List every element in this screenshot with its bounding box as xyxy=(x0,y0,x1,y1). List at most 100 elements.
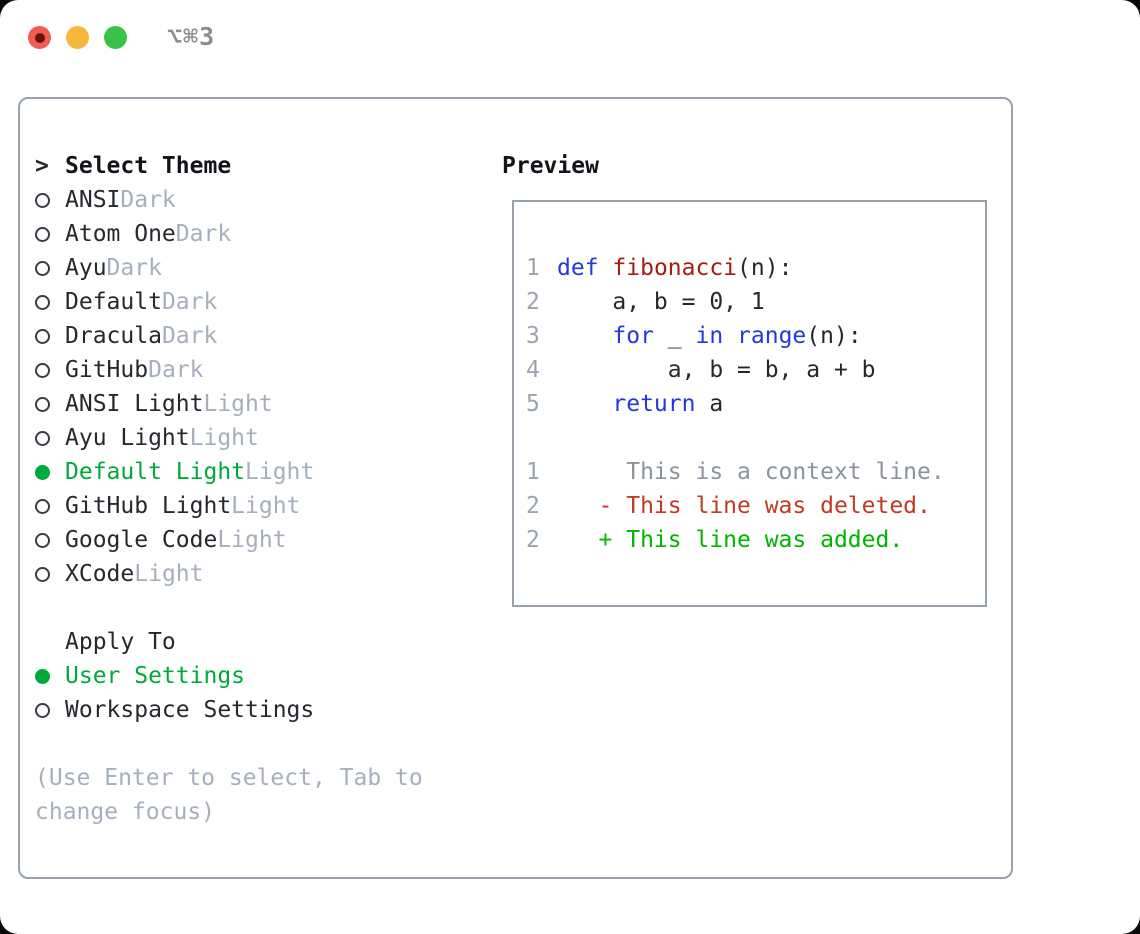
theme-option-github-light[interactable]: GitHub Light Light xyxy=(35,489,495,523)
theme-option-ayu[interactable]: Ayu Dark xyxy=(35,251,495,285)
theme-variant-label: Light xyxy=(134,561,204,587)
code-token: _ xyxy=(653,323,696,349)
theme-option-default[interactable]: Default Dark xyxy=(35,285,495,319)
code-token: def xyxy=(557,255,599,281)
radio-marker xyxy=(35,498,65,514)
radio-unselected-icon xyxy=(35,702,50,718)
theme-variant-label: Light xyxy=(203,391,273,417)
line-number: 1 xyxy=(526,459,540,485)
theme-variant-label: Dark xyxy=(161,289,218,315)
code-line: 2 a, b = 0, 1 xyxy=(526,285,985,319)
radio-marker xyxy=(35,532,65,548)
line-number: 3 xyxy=(526,323,540,349)
spacer-row xyxy=(35,591,495,625)
code-token: a xyxy=(695,391,724,417)
apply-option-workspace-settings[interactable]: Workspace Settings xyxy=(35,693,495,727)
close-button[interactable] xyxy=(28,26,51,49)
code-line: 5 return a xyxy=(526,387,985,421)
line-number: 5 xyxy=(526,391,540,417)
theme-name: GitHub xyxy=(65,357,149,383)
radio-marker xyxy=(35,226,65,242)
radio-unselected-icon xyxy=(35,396,50,412)
radio-marker xyxy=(35,566,65,582)
code-token xyxy=(557,323,612,349)
window-shortcut-label: ⌥⌘3 xyxy=(167,22,216,51)
minimize-button[interactable] xyxy=(66,26,89,49)
code-token xyxy=(723,323,737,349)
code-token: in xyxy=(695,323,724,349)
radio-marker xyxy=(35,260,65,276)
hint-line-2: change focus) xyxy=(35,799,216,825)
theme-option-google-code[interactable]: Google Code Light xyxy=(35,523,495,557)
theme-option-default-light[interactable]: Default Light Light xyxy=(35,455,495,489)
radio-marker xyxy=(35,464,65,480)
code-line: 1 def fibonacci(n): xyxy=(526,251,985,285)
line-number: 2 xyxy=(526,493,540,519)
theme-variant-label: Dark xyxy=(148,357,204,383)
theme-option-ansi-light[interactable]: ANSI Light Light xyxy=(35,387,495,421)
theme-variant-label: Dark xyxy=(106,255,162,281)
code-token: a, b = b, a + b xyxy=(557,357,876,383)
code-line: 4 a, b = b, a + b xyxy=(526,353,985,387)
radio-marker xyxy=(35,702,65,718)
radio-selected-icon xyxy=(35,464,50,480)
radio-marker xyxy=(35,668,65,684)
diff-preview: 1 This is a context line.2 - This line w… xyxy=(526,455,985,557)
diff-line-deleted: 2 - This line was deleted. xyxy=(526,489,985,523)
close-button-dot-icon xyxy=(34,32,45,43)
line-number: 1 xyxy=(526,255,540,281)
theme-name: Atom One xyxy=(65,221,176,247)
theme-variant-label: Light xyxy=(231,493,301,519)
theme-variant-label: Dark xyxy=(120,187,176,213)
theme-name: Default Light xyxy=(65,459,246,485)
code-line: 3 for _ in range(n): xyxy=(526,319,985,353)
apply-option-user-settings[interactable]: User Settings xyxy=(35,659,495,693)
theme-option-github[interactable]: GitHub Dark xyxy=(35,353,495,387)
spacer-row xyxy=(35,727,495,761)
radio-marker xyxy=(35,294,65,310)
diff-text: - This line was deleted. xyxy=(557,493,931,519)
hint-line-1: (Use Enter to select, Tab to xyxy=(35,765,423,791)
theme-option-atom-one[interactable]: Atom One Dark xyxy=(35,217,495,251)
code-token: fibonacci xyxy=(612,255,738,281)
apply-to-title: Apply To xyxy=(65,629,176,655)
theme-option-xcode[interactable]: XCode Light xyxy=(35,557,495,591)
radio-unselected-icon xyxy=(35,430,50,446)
diff-line-added: 2 + This line was added. xyxy=(526,523,985,557)
focus-arrow-icon: > xyxy=(35,153,49,179)
theme-variant-label: Light xyxy=(217,527,287,553)
radio-marker xyxy=(35,192,65,208)
code-token: (n): xyxy=(737,255,793,281)
theme-name: XCode xyxy=(65,561,135,587)
theme-option-ayu-light[interactable]: Ayu Light Light xyxy=(35,421,495,455)
line-number: 4 xyxy=(526,357,540,383)
diff-text: This is a context line. xyxy=(557,459,945,485)
radio-marker xyxy=(35,362,65,378)
theme-option-ansi[interactable]: ANSI Dark xyxy=(35,183,495,217)
select-theme-header: > Select Theme xyxy=(35,149,495,183)
hint-text: (Use Enter to select, Tab to change focu… xyxy=(35,761,495,829)
code-token: return xyxy=(612,391,696,417)
diff-line-context: 1 This is a context line. xyxy=(526,455,985,489)
theme-name: Ayu xyxy=(65,255,107,281)
radio-marker xyxy=(35,396,65,412)
radio-marker xyxy=(35,328,65,344)
preview-title: Preview xyxy=(502,153,599,179)
select-theme-title: Select Theme xyxy=(65,153,232,179)
zoom-button[interactable] xyxy=(104,26,127,49)
theme-name: Default xyxy=(65,289,162,315)
theme-name: GitHub Light xyxy=(65,493,232,519)
apply-option-label: Workspace Settings xyxy=(65,697,315,723)
radio-unselected-icon xyxy=(35,226,50,242)
apply-option-label: User Settings xyxy=(65,663,246,689)
radio-unselected-icon xyxy=(35,532,50,548)
theme-option-dracula[interactable]: Dracula Dark xyxy=(35,319,495,353)
theme-name: Ayu Light xyxy=(65,425,190,451)
